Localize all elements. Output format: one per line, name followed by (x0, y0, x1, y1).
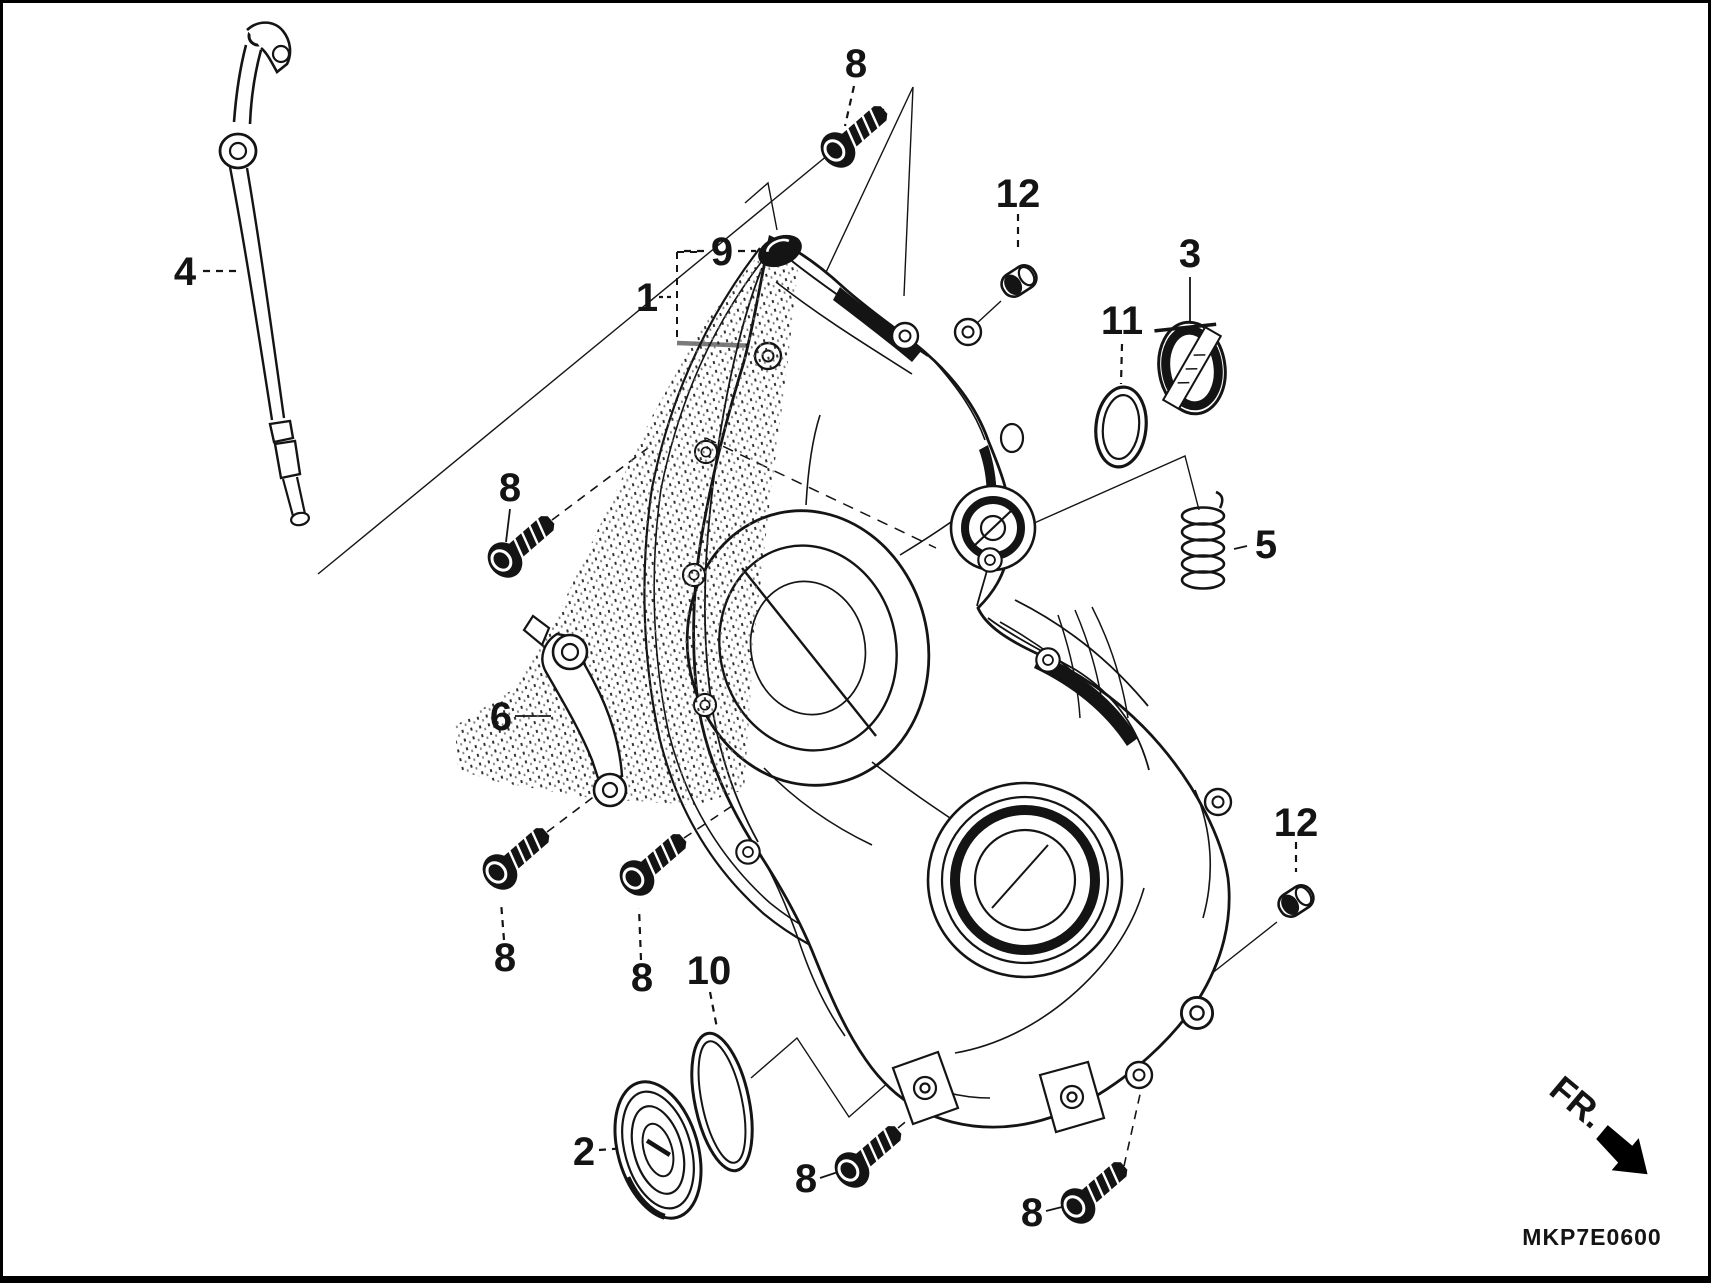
callout-8-lower-left-1: 8 (494, 936, 516, 980)
fr-direction-indicator: FR. (1542, 1068, 1648, 1175)
callout-9: 9 (711, 230, 733, 274)
apex-line-right (903, 86, 914, 297)
leader-8-e (819, 1171, 839, 1179)
adjuster-cap-part-2 (613, 1080, 703, 1220)
flange-bolt-top (811, 94, 899, 177)
callout-8-top: 8 (845, 42, 867, 86)
sealing-cap-part-9 (758, 234, 802, 268)
oil-filler-cap-part-3 (1154, 320, 1227, 416)
bolt-axis-d (683, 795, 748, 839)
callout-4: 4 (174, 250, 197, 294)
fr-label: FR. (1542, 1068, 1613, 1137)
leader-8-f (1045, 1206, 1063, 1212)
output-shaft-bore (926, 781, 1124, 979)
leader-8-d (637, 907, 643, 961)
bottom-mounting-feet (891, 1050, 1106, 1134)
stay-bracket-part (522, 614, 628, 808)
callout-8-bottom-right: 8 (1021, 1191, 1043, 1235)
fr-arrow-icon (1596, 1125, 1648, 1175)
leader-5 (1233, 545, 1248, 550)
leader-10 (708, 991, 719, 1029)
leader-8-b (505, 508, 511, 543)
dowel-pin-top (996, 259, 1042, 303)
cap9-position-leader (744, 181, 778, 231)
callout-1: 1 (636, 276, 658, 320)
bolt-axis-c (546, 791, 601, 833)
callout-6: 6 (490, 695, 512, 739)
dowel-bottom-leader-tail (1205, 921, 1278, 979)
callout-5: 5 (1255, 523, 1277, 567)
callout-labels: 4 8 12 3 11 9 1 5 8 6 8 8 10 2 8 8 12 (174, 42, 1318, 1235)
callout-12-top: 12 (996, 172, 1041, 216)
flange-bolt-lower-left-1 (473, 816, 561, 899)
leader-11 (1119, 343, 1124, 385)
callout-8-left: 8 (499, 466, 521, 510)
spring-part-5 (1180, 490, 1226, 590)
callout-8-bottom-center: 8 (795, 1157, 817, 1201)
leader-8-top (843, 85, 856, 127)
o-ring-part-10 (690, 1031, 754, 1173)
clutch-cover-body (681, 235, 1233, 1134)
callout-11: 11 (1101, 299, 1143, 343)
bolt-axis-f (1123, 1089, 1142, 1167)
oil-pipe-part (218, 21, 310, 527)
bolt-axis-long-line (317, 108, 885, 575)
dowel-pin-bottom (1273, 879, 1319, 923)
leader-2 (598, 1146, 627, 1152)
callout-10: 10 (687, 949, 732, 993)
stipple-shading (455, 240, 798, 805)
flange-bolt-left (478, 504, 566, 587)
flange-bolt-lower-left-2 (610, 822, 698, 905)
leader-8-c (499, 901, 506, 941)
dashed-leaders (203, 85, 1298, 1152)
callout-3: 3 (1179, 232, 1201, 276)
dowel-top-leader-tail (975, 300, 1002, 325)
callout-12-bottom: 12 (1274, 801, 1319, 845)
callout-2: 2 (573, 1130, 595, 1174)
diagram-code: MKP7E0600 (1522, 1224, 1661, 1250)
spring-leader-line (995, 455, 1200, 541)
o-ring-part-11 (1094, 385, 1148, 469)
callout-8-lower-left-2: 8 (631, 956, 653, 1000)
